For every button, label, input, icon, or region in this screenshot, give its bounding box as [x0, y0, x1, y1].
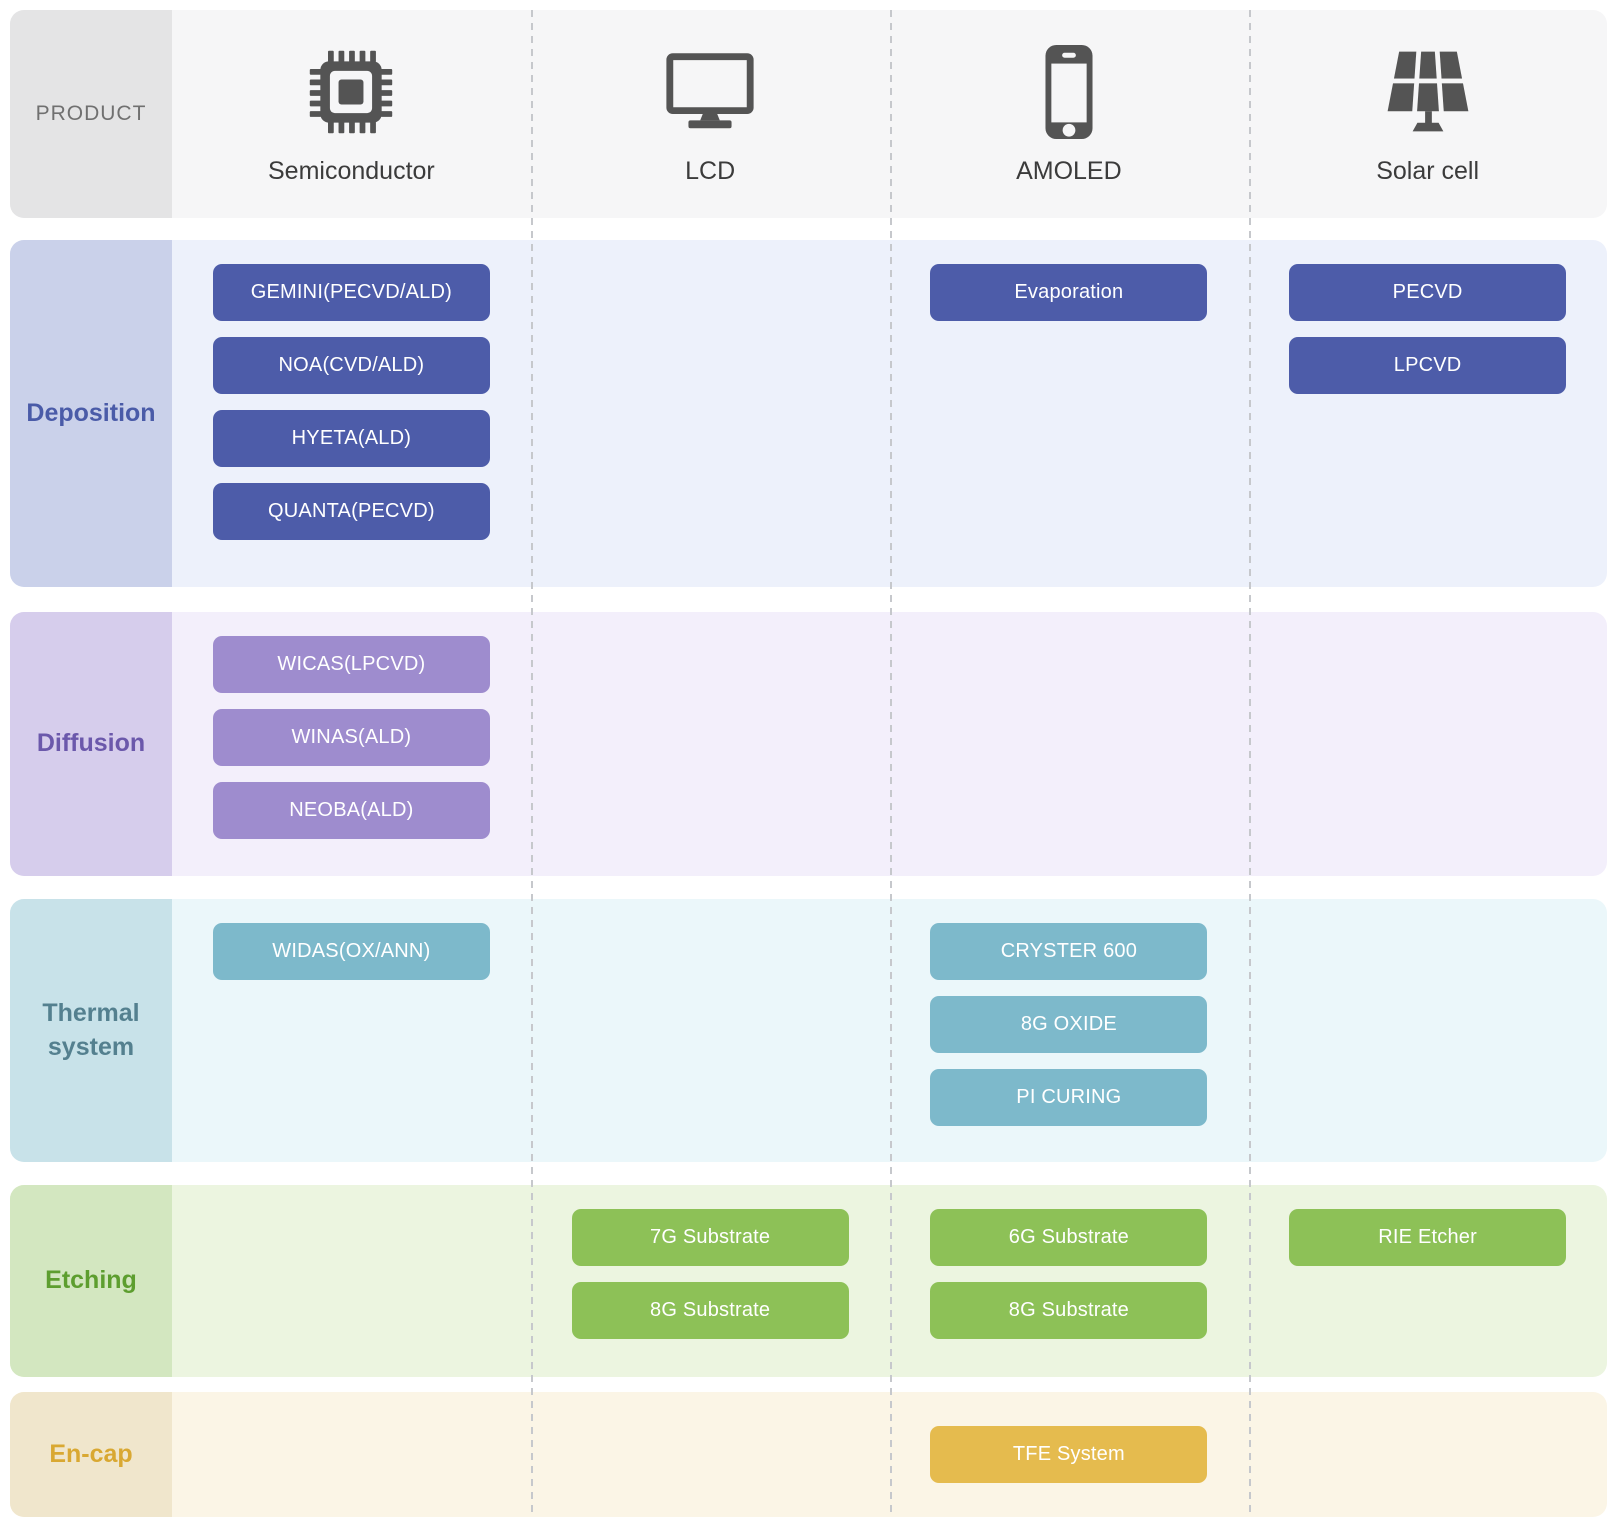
- cell-diffusion-amoled: [890, 612, 1249, 876]
- product-label: PRODUCT: [35, 102, 147, 125]
- cell-etching-lcd: 7G Substrate 8G Substrate: [531, 1185, 890, 1377]
- solar-panel-icon: [1378, 43, 1478, 141]
- row-label: Thermal system: [42, 998, 140, 1061]
- cell-deposition-semiconductor: GEMINI(PECVD/ALD) NOA(CVD/ALD) HYETA(ALD…: [172, 240, 531, 587]
- column-label: AMOLED: [1016, 156, 1122, 185]
- product-header-cell: PRODUCT: [10, 10, 172, 218]
- product-chip[interactable]: GEMINI(PECVD/ALD): [212, 264, 490, 321]
- column-header-lcd: LCD: [531, 10, 890, 218]
- cell-diffusion-lcd: [531, 612, 890, 876]
- cell-encap-semiconductor: [172, 1392, 531, 1517]
- cell-encap-lcd: [531, 1392, 890, 1517]
- smartphone-icon: [1037, 43, 1101, 141]
- cell-encap-amoled: TFE System: [890, 1392, 1249, 1517]
- product-chip[interactable]: HYETA(ALD): [212, 410, 490, 467]
- product-chip[interactable]: NEOBA(ALD): [212, 782, 490, 839]
- column-header-semiconductor: Semiconductor: [172, 10, 531, 218]
- chip-icon: [305, 43, 397, 141]
- product-chip[interactable]: 8G Substrate: [930, 1282, 1208, 1339]
- cell-deposition-amoled: Evaporation: [890, 240, 1249, 587]
- cell-etching-semiconductor: [172, 1185, 531, 1377]
- column-label: LCD: [685, 156, 736, 185]
- row-label: Diffusion: [36, 729, 146, 758]
- product-chip[interactable]: NOA(CVD/ALD): [212, 337, 490, 394]
- product-chip[interactable]: WICAS(LPCVD): [212, 636, 490, 693]
- product-chip[interactable]: 8G OXIDE: [930, 996, 1208, 1053]
- cell-thermal-semiconductor: WIDAS(OX/ANN): [172, 899, 531, 1162]
- product-chip[interactable]: RIE Etcher: [1289, 1209, 1567, 1266]
- product-chip[interactable]: PECVD: [1289, 264, 1567, 321]
- row-thermal-system: Thermal system WIDAS(OX/ANN) CRYSTER 600…: [10, 899, 1607, 1162]
- column-header-solar-cell: Solar cell: [1248, 10, 1607, 218]
- row-en-cap: En-cap TFE System: [10, 1392, 1607, 1517]
- product-chip[interactable]: 7G Substrate: [571, 1209, 849, 1266]
- cell-etching-solar-cell: RIE Etcher: [1248, 1185, 1607, 1377]
- row-etching: Etching 7G Substrate 8G Substrate 6G Sub…: [10, 1185, 1607, 1377]
- cell-etching-amoled: 6G Substrate 8G Substrate: [890, 1185, 1249, 1377]
- row-label-cell-deposition: Deposition: [10, 240, 172, 587]
- product-chip[interactable]: WINAS(ALD): [212, 709, 490, 766]
- column-label: Solar cell: [1376, 156, 1480, 185]
- monitor-icon: [661, 43, 759, 141]
- product-chip[interactable]: TFE System: [930, 1426, 1208, 1483]
- cell-thermal-amoled: CRYSTER 600 8G OXIDE PI CURING: [890, 899, 1249, 1162]
- row-label: En-cap: [49, 1439, 133, 1468]
- product-chip[interactable]: LPCVD: [1289, 337, 1567, 394]
- cell-deposition-solar-cell: PECVD LPCVD: [1248, 240, 1607, 587]
- row-deposition: Deposition GEMINI(PECVD/ALD) NOA(CVD/ALD…: [10, 240, 1607, 587]
- product-chip[interactable]: CRYSTER 600: [930, 923, 1208, 980]
- cell-encap-solar-cell: [1248, 1392, 1607, 1517]
- product-chip[interactable]: Evaporation: [930, 264, 1208, 321]
- row-diffusion: Diffusion WICAS(LPCVD) WINAS(ALD) NEOBA(…: [10, 612, 1607, 876]
- product-chip[interactable]: QUANTA(PECVD): [212, 483, 490, 540]
- header-row: PRODUCT Semiconductor: [10, 10, 1607, 218]
- column-label: Semiconductor: [268, 156, 435, 185]
- cell-diffusion-solar-cell: [1248, 612, 1607, 876]
- product-chip[interactable]: WIDAS(OX/ANN): [212, 923, 490, 980]
- cell-thermal-solar-cell: [1248, 899, 1607, 1162]
- row-label-cell-etching: Etching: [10, 1185, 172, 1377]
- column-header-amoled: AMOLED: [890, 10, 1249, 218]
- product-chip[interactable]: 6G Substrate: [930, 1209, 1208, 1266]
- row-label-cell-en-cap: En-cap: [10, 1392, 172, 1517]
- row-label-cell-thermal-system: Thermal system: [10, 899, 172, 1162]
- cell-thermal-lcd: [531, 899, 890, 1162]
- row-label: Deposition: [26, 398, 156, 427]
- product-chip[interactable]: 8G Substrate: [571, 1282, 849, 1339]
- cell-deposition-lcd: [531, 240, 890, 587]
- cell-diffusion-semiconductor: WICAS(LPCVD) WINAS(ALD) NEOBA(ALD): [172, 612, 531, 876]
- row-label: Etching: [45, 1266, 137, 1295]
- product-chip[interactable]: PI CURING: [930, 1069, 1208, 1126]
- row-label-cell-diffusion: Diffusion: [10, 612, 172, 876]
